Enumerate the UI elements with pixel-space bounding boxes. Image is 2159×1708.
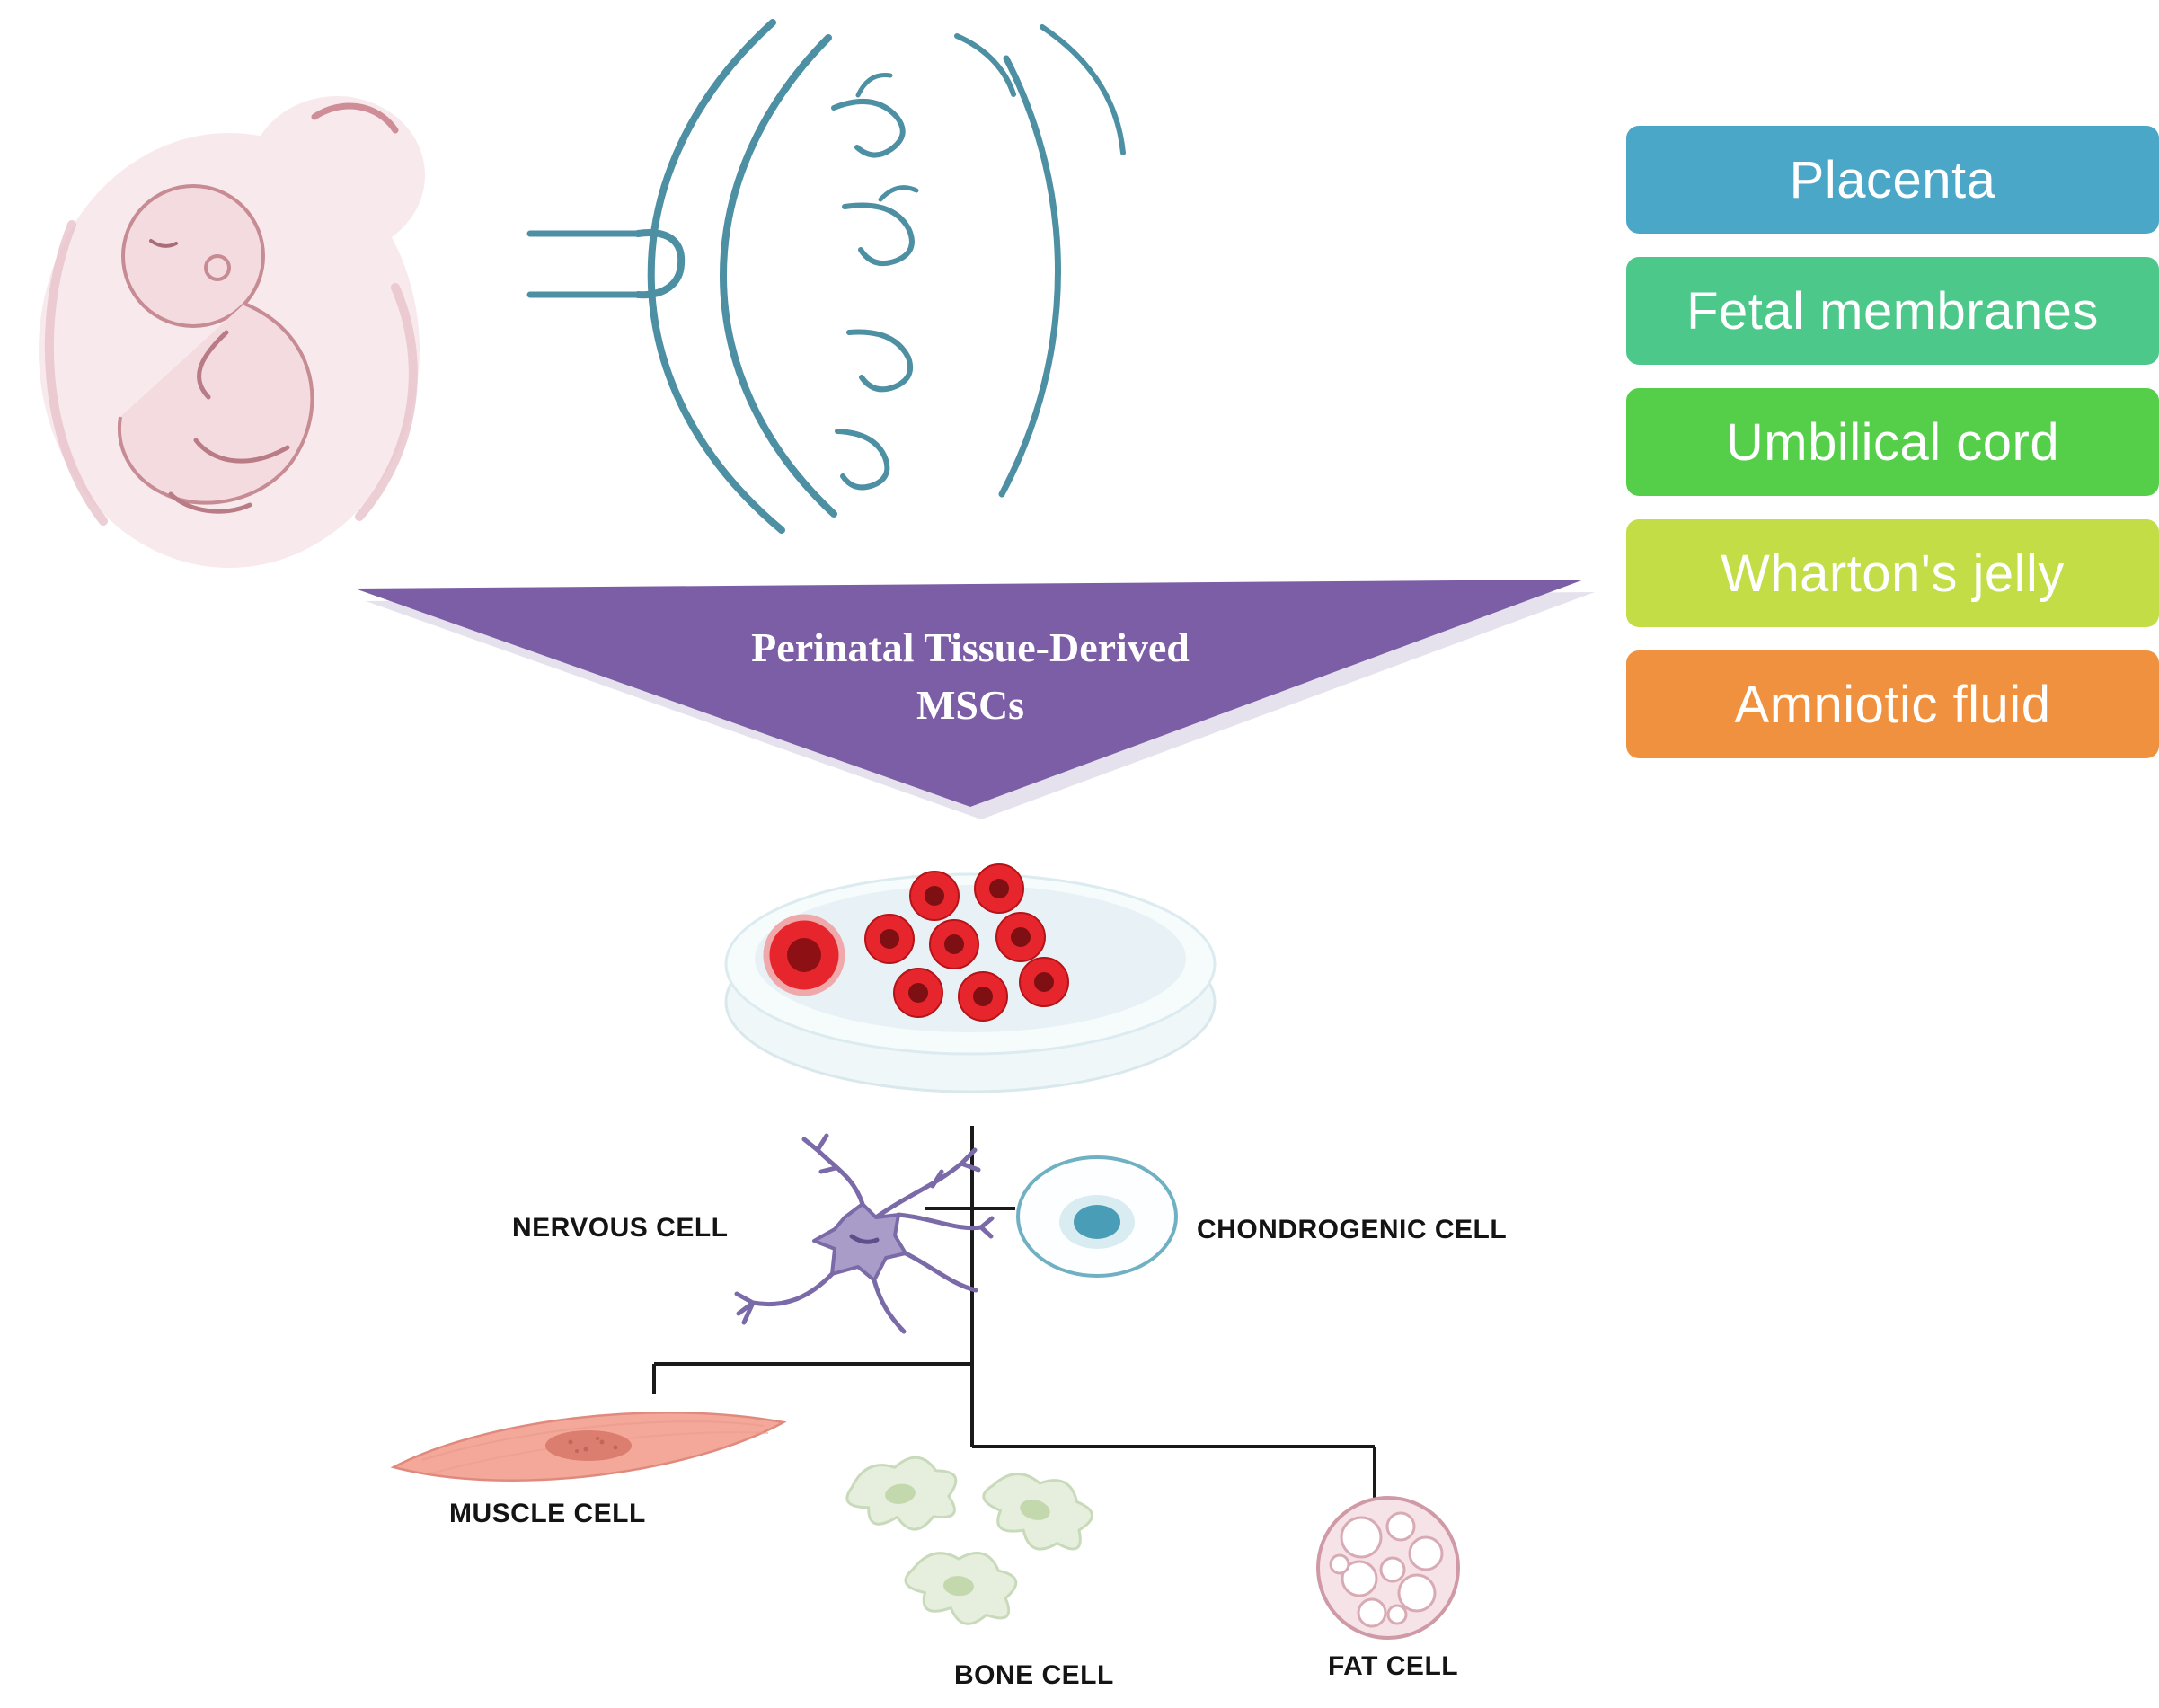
chondrogenic-cell-label: CHONDROGENIC CELL <box>1197 1215 1508 1244</box>
neuron-dendrites <box>734 1133 995 1334</box>
placenta-illustration <box>526 19 1126 534</box>
funnel-arrow <box>355 580 1595 819</box>
bone-cell-3 <box>901 1546 1020 1629</box>
fetus-body <box>118 184 314 514</box>
fat-cell-label: FAT CELL <box>1328 1651 1459 1681</box>
source-label-placenta: Placenta <box>1626 126 2159 234</box>
petri-dish-illustration <box>724 863 1217 1093</box>
funnel-arrow-caption: Perinatal Tissue-Derived MSCs <box>341 622 1599 730</box>
source-label-fetal-membranes: Fetal membranes <box>1626 257 2159 365</box>
bone-cell-2 <box>972 1462 1101 1562</box>
source-label-umbilical-cord: Umbilical cord <box>1626 388 2159 496</box>
bone-cell-label: BONE CELL <box>954 1660 1114 1690</box>
fat-cell-illustration <box>1316 1496 1460 1640</box>
chondrogenic-cell-illustration <box>1016 1155 1178 1278</box>
source-label-amniotic-fluid: Amniotic fluid <box>1626 650 2159 758</box>
bone-cell-illustration <box>841 1450 1101 1629</box>
neuron-nucleus <box>849 1234 880 1244</box>
muscle-cell-label: MUSCLE CELL <box>449 1499 646 1528</box>
funnel-arrow-shape <box>355 580 1584 807</box>
fat-vacuoles <box>1329 1511 1444 1628</box>
arrow-caption-line1: Perinatal Tissue-Derived <box>751 624 1190 670</box>
nervous-cell-illustration <box>734 1133 995 1334</box>
source-label-whartons-jelly: Wharton's jelly <box>1626 519 2159 627</box>
muscle-cell-illustration <box>390 1412 787 1482</box>
arrow-caption-line2: MSCs <box>916 681 1025 728</box>
perinatal-source-list: Placenta Fetal membranes Umbilical cord … <box>1626 126 2159 782</box>
muscle-nucleus <box>545 1430 632 1461</box>
msc-cells <box>763 863 1069 1022</box>
placenta-lines <box>526 19 1126 534</box>
bone-cell-1 <box>841 1450 964 1540</box>
fetus-illustration <box>39 96 425 568</box>
nervous-cell-label: NERVOUS CELL <box>512 1213 729 1243</box>
muscle-speckles <box>568 1437 618 1453</box>
